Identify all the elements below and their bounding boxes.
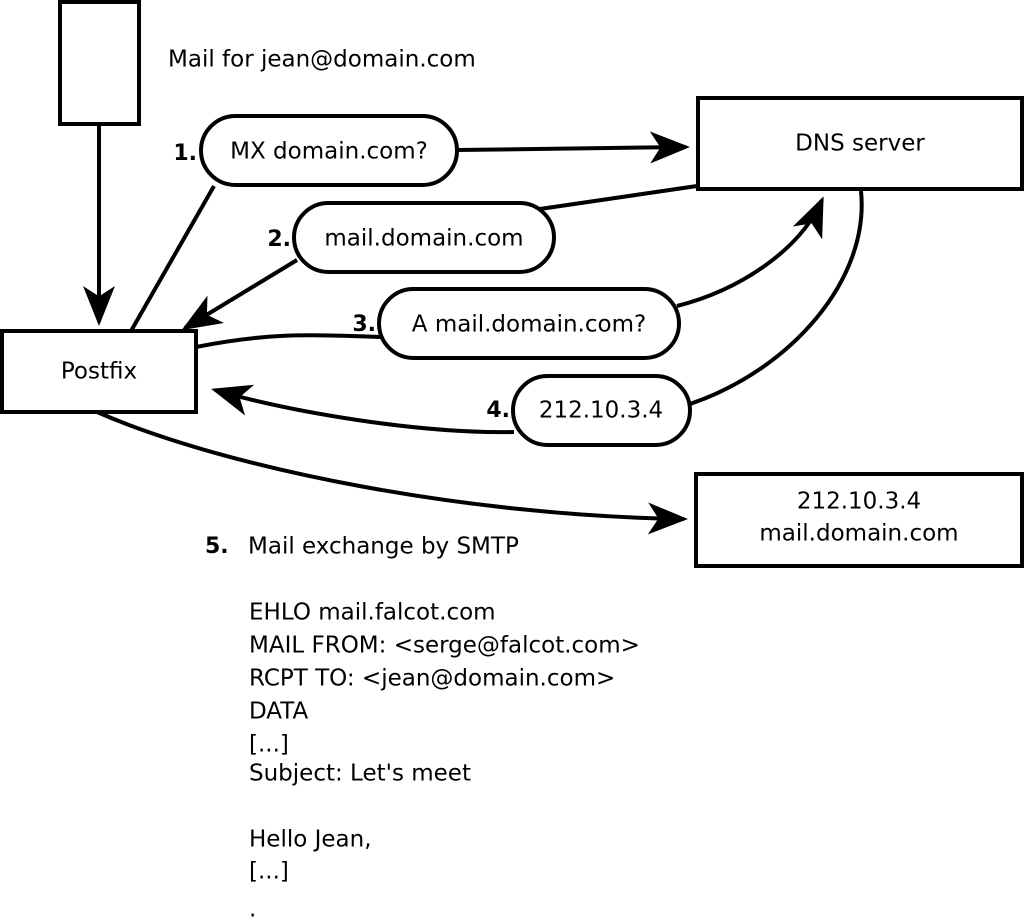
step-2-bubble-label: mail.domain.com <box>324 226 523 252</box>
step-2-bubble <box>292 201 556 274</box>
connector-dns-to-bubble2 <box>539 184 698 211</box>
connector-bubble1-to-dns <box>456 131 690 164</box>
step-2-number: 2. <box>267 227 291 252</box>
mail-server-node-hostname: mail.domain.com <box>759 521 958 547</box>
client-node <box>58 0 141 126</box>
transcript-line: [...] <box>249 859 289 885</box>
transcript-line: RCPT TO: <jean@domain.com> <box>249 666 615 692</box>
step-5-number: 5. <box>205 534 229 559</box>
step-3-number: 3. <box>352 312 376 337</box>
connector-bubble4-to-postfix <box>211 384 515 435</box>
dns-server-node-label: DNS server <box>795 131 925 157</box>
transcript-line: EHLO mail.falcot.com <box>249 600 496 626</box>
connector-postfix-to-mailserver <box>96 410 688 535</box>
connector-dns-to-bubble4 <box>689 190 864 406</box>
step-4-bubble-label: 212.10.3.4 <box>539 398 663 424</box>
step-4-number: 4. <box>486 398 510 423</box>
postfix-node <box>0 329 198 414</box>
diagram-title-text: Mail for jean@domain.com <box>168 47 476 73</box>
mail-server-node-ip: 212.10.3.4 <box>797 489 921 515</box>
mail-server-node <box>694 472 1024 568</box>
step-1-bubble-label: MX domain.com? <box>230 139 428 165</box>
transcript-line: . <box>249 897 256 919</box>
transcript-line: MAIL FROM: <serge@falcot.com> <box>249 633 640 659</box>
step-5-label: Mail exchange by SMTP <box>248 534 519 560</box>
connector-bubble1-tail <box>129 185 216 332</box>
step-4-bubble <box>511 374 692 447</box>
step-1-number: 1. <box>173 141 197 166</box>
postfix-node-label: Postfix <box>61 359 137 385</box>
transcript-line: DATA <box>249 699 309 725</box>
transcript-line: [...] <box>249 732 289 758</box>
step-1-bubble <box>199 114 459 187</box>
transcript-line: Hello Jean, <box>249 827 372 853</box>
step-3-bubble <box>377 287 681 360</box>
connector-bubble3-to-dns <box>676 196 824 308</box>
dns-server-node <box>696 96 1024 191</box>
transcript-line: Subject: Let's meet <box>249 761 471 787</box>
connector-bubble2-to-postfix <box>181 258 299 331</box>
connector-postfix-to-bubble3 <box>195 333 383 349</box>
step-3-bubble-label: A mail.domain.com? <box>412 312 646 338</box>
